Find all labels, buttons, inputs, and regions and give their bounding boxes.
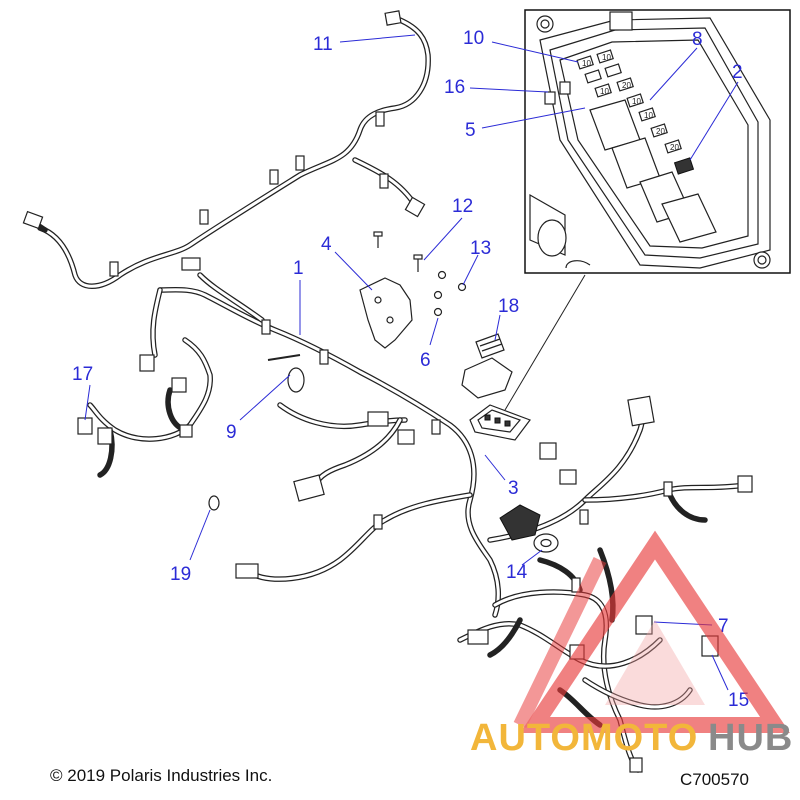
callout-11: 11 — [313, 34, 333, 55]
fuse-box-part — [469, 404, 531, 441]
fuse-label: 20 — [670, 143, 679, 152]
callout-1: 1 — [293, 258, 304, 279]
fasteners — [373, 231, 467, 317]
fuse-kit-part — [461, 333, 513, 399]
callout-18: 18 — [498, 296, 519, 317]
watermark-brand-part1: AUTOMOTO — [470, 717, 698, 759]
fuse-label: 10 — [600, 87, 609, 96]
fuse-label: 10 — [582, 59, 591, 68]
ecu-connector — [499, 504, 541, 541]
fuse-label: 10 — [602, 53, 611, 62]
inset-pointer — [504, 274, 586, 411]
watermark-text: AUTOMOTO HUB — [470, 717, 793, 759]
callout-8: 8 — [692, 29, 703, 50]
callout-15: 15 — [728, 690, 749, 711]
fuse-label: 20 — [656, 127, 665, 136]
fuse-grid — [544, 49, 695, 175]
callout-9: 9 — [226, 422, 237, 443]
callout-16: 16 — [444, 77, 465, 98]
callout-10: 10 — [463, 28, 484, 49]
copyright-text: © 2019 Polaris Industries Inc. — [50, 766, 273, 785]
drawing-number: C700570 — [680, 770, 750, 789]
cable-tie-part — [267, 354, 305, 393]
fuse-label: 10 — [644, 111, 653, 120]
callout-5: 5 — [465, 120, 476, 141]
callout-12: 12 — [452, 196, 473, 217]
callout-19: 19 — [170, 564, 191, 585]
callout-6: 6 — [420, 350, 431, 371]
bracket-part — [359, 277, 413, 349]
watermark-logo — [513, 530, 790, 733]
callout-3: 3 — [508, 478, 519, 499]
detail-inset: 10 10 20 10 10 10 20 20 — [524, 9, 791, 274]
grommet-part — [533, 533, 559, 553]
callout-14: 14 — [506, 562, 528, 583]
callout-13: 13 — [470, 238, 491, 259]
leader-lines — [84, 34, 739, 691]
callout-7: 7 — [718, 616, 729, 637]
fuse-label: 20 — [622, 81, 631, 90]
terminal-part — [208, 495, 220, 511]
connectors — [22, 10, 753, 773]
callout-labels: 11 1 4 12 13 6 18 9 17 3 14 19 7 15 10 8… — [72, 28, 749, 711]
watermark-brand-part2: HUB — [708, 717, 793, 759]
fuse-label: 10 — [632, 97, 641, 106]
callout-4: 4 — [321, 234, 332, 255]
callout-17: 17 — [72, 364, 93, 385]
callout-2: 2 — [732, 62, 743, 83]
